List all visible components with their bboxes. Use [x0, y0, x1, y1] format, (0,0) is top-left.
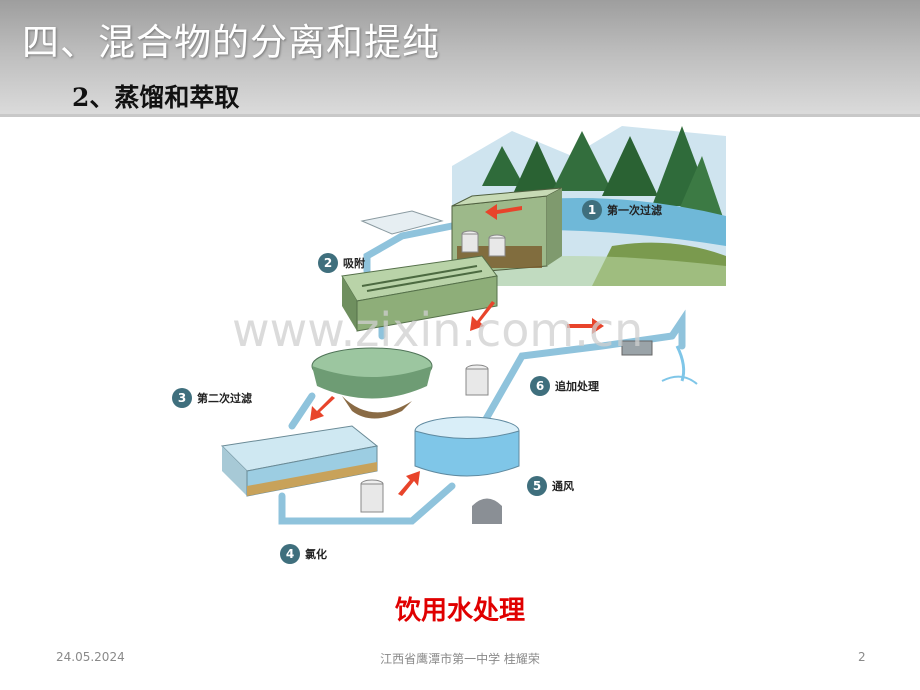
step-label: 第一次过滤: [607, 203, 662, 217]
watermark: www.zixin.com.cn: [232, 303, 643, 357]
step-badge-3: 3 第二次过滤: [172, 388, 252, 408]
step-label: 吸附: [343, 256, 365, 270]
footer-author: 江西省鹰潭市第一中学 桂耀荣: [380, 652, 540, 666]
step-badge-1: 1 第一次过滤: [582, 200, 662, 220]
water-treatment-diagram: www.zixin.com.cn 1 第一次过滤 2 吸附 3 第二次过滤 4 …: [172, 126, 726, 564]
page-number: 2: [858, 650, 866, 664]
chlorine-drum: [360, 364, 489, 513]
title-bar: [0, 0, 920, 117]
step-label: 追加处理: [555, 379, 599, 393]
tap: [621, 340, 698, 385]
slide-title: 四、混合物的分离和提纯: [22, 21, 440, 64]
step-badge-5: 5 通风: [527, 476, 574, 496]
adsorption-tank: [341, 255, 498, 332]
flow-arrows: [310, 204, 604, 496]
slide-subtitle: 2、蒸馏和萃取: [72, 83, 240, 112]
step-label: 氯化: [305, 547, 327, 561]
step-number: 6: [536, 379, 544, 393]
second-filter-tank: [220, 425, 379, 497]
aeration-tank: [414, 416, 520, 524]
chemical-drums: [461, 230, 506, 257]
step-number: 4: [286, 547, 294, 561]
step-number: 3: [178, 391, 186, 405]
step-badge-4: 4 氯化: [280, 544, 327, 564]
step-number: 2: [324, 256, 332, 270]
figure-caption: 饮用水处理: [394, 596, 525, 626]
sludge-tray: [360, 210, 444, 235]
step-label: 第二次过滤: [197, 391, 252, 405]
step-label: 通风: [552, 479, 574, 493]
step-badge-6: 6 追加处理: [530, 376, 599, 396]
settling-basin: [311, 347, 433, 419]
step-badge-2: 2 吸附: [318, 253, 365, 273]
footer-date: 24.05.2024: [56, 650, 125, 664]
step-number: 5: [533, 479, 541, 493]
step-number: 1: [588, 203, 596, 217]
